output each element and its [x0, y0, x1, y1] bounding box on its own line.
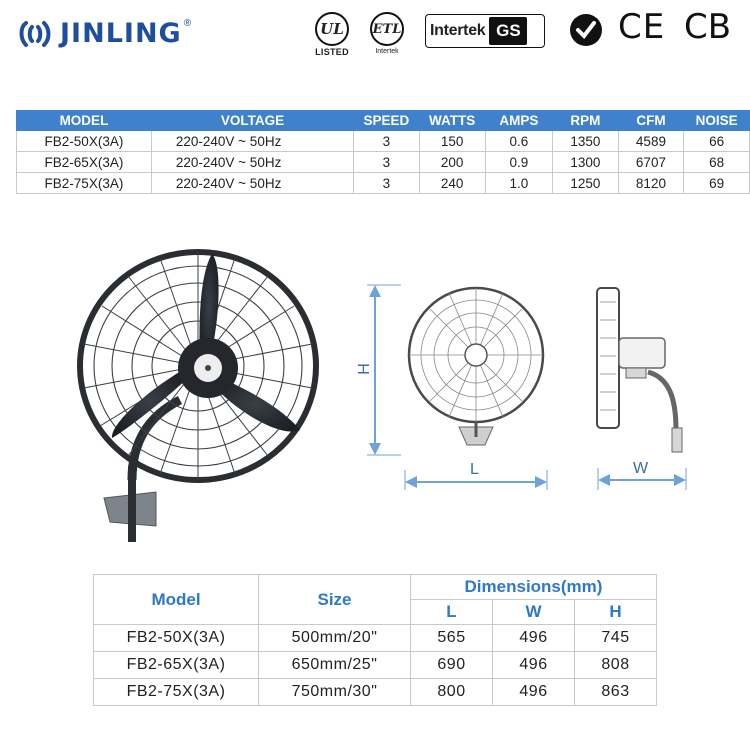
header-model: MODEL [16, 110, 152, 131]
cell-speed: 3 [353, 151, 420, 173]
cell-cfm: 8120 [617, 172, 685, 194]
cell-voltage: 220-240V ~ 50Hz [150, 130, 355, 152]
check-certification-icon [570, 14, 602, 46]
cell-l: 800 [410, 678, 493, 706]
table-row: FB2-65X(3A) 220-240V ~ 50Hz 3 200 0.9 13… [16, 151, 750, 173]
jinling-logo-icon [19, 20, 51, 47]
cell-voltage: 220-240V ~ 50Hz [150, 151, 355, 173]
ce-mark: CE [618, 7, 666, 47]
cell-voltage: 220-240V ~ 50Hz [150, 172, 355, 194]
dim-header-h: H [574, 599, 657, 625]
cell-h: 808 [574, 651, 657, 679]
cell-h: 863 [574, 678, 657, 706]
cell-amps: 0.6 [484, 130, 554, 152]
cell-noise: 66 [683, 130, 750, 152]
cell-model: FB2-50X(3A) [16, 130, 152, 152]
ul-icon: UL [315, 12, 349, 46]
spec-table: MODEL VOLTAGE SPEED WATTS AMPS RPM CFM N… [16, 110, 750, 194]
gs-icon: GS [489, 17, 528, 45]
dim-header-dimensions: Dimensions(mm) [410, 574, 657, 600]
etl-caption: Intertek [375, 48, 399, 55]
cell-h: 745 [574, 624, 657, 652]
header-amps: AMPS [484, 110, 554, 131]
dim-header-w: W [492, 599, 575, 625]
cell-size: 750mm/30" [258, 678, 411, 706]
dimension-table: Model Size Dimensions(mm) L W H FB2-50X(… [93, 574, 657, 706]
cb-mark: CB [684, 7, 732, 47]
width-label: W [633, 460, 649, 477]
table-row: FB2-65X(3A) 650mm/25" 690 496 808 [93, 651, 657, 679]
header-noise: NOISE [683, 110, 750, 131]
cell-l: 690 [410, 651, 493, 679]
height-label: H [355, 363, 373, 375]
cell-model: FB2-65X(3A) [93, 651, 259, 679]
cell-rpm: 1300 [552, 151, 619, 173]
cell-w: 496 [492, 651, 575, 679]
cell-model: FB2-65X(3A) [16, 151, 152, 173]
intertek-gs-mark: Intertek GS [425, 14, 545, 48]
dim-header-size: Size [258, 574, 411, 625]
cell-noise: 69 [683, 172, 750, 194]
ul-listed-mark: UL LISTED [312, 12, 352, 57]
table-row: FB2-75X(3A) 750mm/30" 800 496 863 [93, 678, 657, 706]
brand-name: JINLING [60, 18, 182, 49]
cell-amps: 0.9 [484, 151, 554, 173]
table-row: FB2-50X(3A) 500mm/20" 565 496 745 [93, 624, 657, 652]
side-view-diagram [596, 287, 687, 490]
table-row: FB2-50X(3A) 220-240V ~ 50Hz 3 150 0.6 13… [16, 130, 750, 152]
registered-mark: ® [183, 18, 192, 29]
dim-header-row: Model Size Dimensions(mm) [93, 574, 657, 625]
brand-logo: JINLING ® [18, 18, 192, 49]
cell-watts: 150 [418, 130, 486, 152]
front-view-diagram [367, 284, 548, 490]
cell-size: 500mm/20" [258, 624, 411, 652]
cell-watts: 240 [418, 172, 486, 194]
cell-cfm: 6707 [617, 151, 685, 173]
header-cfm: CFM [617, 110, 685, 131]
spec-header-row: MODEL VOLTAGE SPEED WATTS AMPS RPM CFM N… [16, 110, 750, 131]
length-label: L [470, 461, 479, 478]
cell-noise: 68 [683, 151, 750, 173]
cell-model: FB2-75X(3A) [93, 678, 259, 706]
intertek-text: Intertek [430, 22, 486, 39]
header-watts: WATTS [418, 110, 486, 131]
header-speed: SPEED [353, 110, 420, 131]
dim-header-l: L [410, 599, 493, 625]
wall-fan-image [77, 249, 319, 542]
cell-cfm: 4589 [617, 130, 685, 152]
cell-model: FB2-75X(3A) [16, 172, 152, 194]
cell-rpm: 1350 [552, 130, 619, 152]
cell-amps: 1.0 [484, 172, 554, 194]
ul-caption: LISTED [315, 47, 349, 57]
etl-mark: ETL Intertek [366, 12, 408, 55]
header-rpm: RPM [552, 110, 619, 131]
dim-header-model: Model [93, 574, 259, 625]
dim-subheader-row: L W H [94, 599, 657, 625]
header-voltage: VOLTAGE [150, 110, 355, 131]
cell-model: FB2-50X(3A) [93, 624, 259, 652]
cell-speed: 3 [353, 172, 420, 194]
cell-speed: 3 [353, 130, 420, 152]
cell-w: 496 [492, 624, 575, 652]
cell-rpm: 1250 [552, 172, 619, 194]
cell-l: 565 [410, 624, 493, 652]
cell-watts: 200 [418, 151, 486, 173]
cell-w: 496 [492, 678, 575, 706]
cell-size: 650mm/25" [258, 651, 411, 679]
etl-icon: ETL [370, 12, 404, 46]
table-row: FB2-75X(3A) 220-240V ~ 50Hz 3 240 1.0 12… [16, 172, 750, 194]
